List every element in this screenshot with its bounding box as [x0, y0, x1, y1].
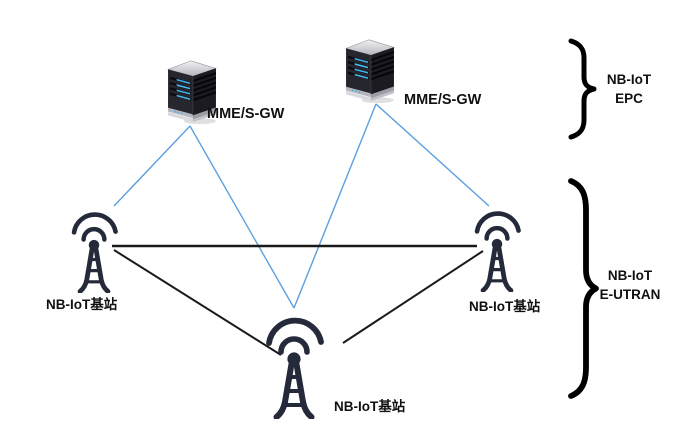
basestation-bottom-label: NB-IoT基站 — [334, 399, 406, 414]
eutran-brace — [568, 178, 599, 399]
server-tower-icon — [343, 35, 397, 104]
server-right-node — [343, 35, 397, 104]
eutran-group-label-line2: E-UTRAN — [599, 287, 661, 302]
server-left-label: MME/S-GW — [207, 106, 285, 122]
link-serverleft-bsbottom — [189, 125, 295, 309]
basestation-right-label: NB-IoT基站 — [469, 299, 541, 314]
link-bsleft-bsbottom — [113, 249, 282, 356]
radio-tower-icon — [70, 210, 118, 293]
epc-group-label-line2: EPC — [615, 91, 643, 106]
basestation-left-label: NB-IoT基站 — [46, 297, 118, 312]
radio-tower-icon — [473, 209, 521, 292]
radio-tower-icon — [264, 315, 324, 419]
basestation-left-node — [70, 210, 118, 293]
epc-brace — [568, 38, 597, 140]
link-serverright-bsbottom — [293, 103, 377, 309]
x2-interface-links — [112, 244, 484, 356]
s1-interface-links — [113, 103, 490, 309]
link-serverleft-bsleft — [113, 125, 191, 207]
link-serverright-bsright — [375, 103, 490, 207]
basestation-right-node — [473, 209, 521, 292]
eutran-group-label: NB-IoT E-UTRAN — [594, 266, 666, 304]
eutran-group-label-line1: NB-IoT — [607, 268, 653, 283]
server-right-label: MME/S-GW — [404, 92, 482, 108]
basestation-bottom-node — [264, 315, 324, 419]
link-bsright-bsbottom — [342, 250, 484, 344]
epc-group-label: NB-IoT EPC — [596, 70, 662, 108]
epc-group-label-line1: NB-IoT — [606, 72, 652, 87]
